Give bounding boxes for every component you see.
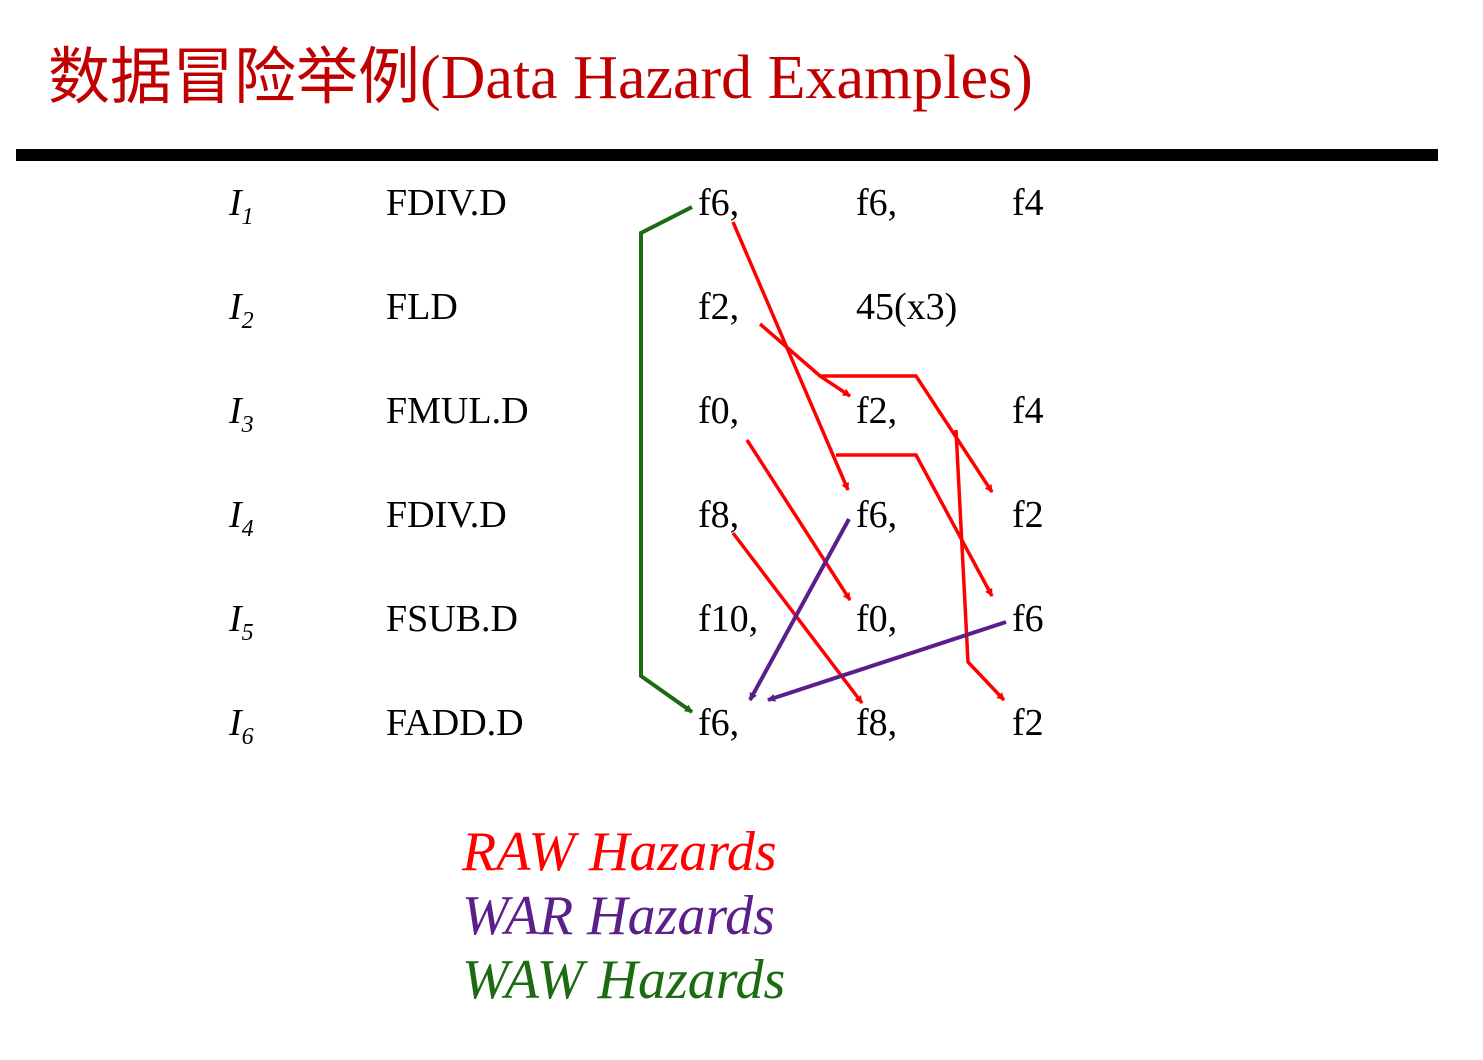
src1-register: f8, xyxy=(856,702,898,744)
src1-register: f6, xyxy=(856,494,898,536)
legend-raw: RAW Hazards xyxy=(462,821,777,883)
title-divider xyxy=(16,149,1438,161)
raw-arrow-i1-i5 xyxy=(836,453,994,597)
src2-register: f2 xyxy=(1012,702,1044,744)
src1-register: f0, xyxy=(856,598,898,640)
instruction-id: I5 xyxy=(229,598,254,646)
dest-register: f8, xyxy=(698,494,740,536)
raw-arrow-i3-i5 xyxy=(745,439,852,601)
src2-register: f4 xyxy=(1012,182,1044,224)
src2-register: f6 xyxy=(1012,598,1044,640)
opcode: FADD.D xyxy=(386,702,524,744)
war-arrow-i4-i6 xyxy=(748,518,851,701)
opcode: FSUB.D xyxy=(386,598,518,640)
waw-arrow-i1-i6 xyxy=(639,205,694,714)
opcode: FDIV.D xyxy=(386,494,507,536)
opcode: FMUL.D xyxy=(386,390,529,432)
dest-register: f6, xyxy=(698,182,740,224)
raw-arrow-i1-i4 xyxy=(731,221,850,491)
raw-arrow-i2-i4 xyxy=(820,374,994,493)
raw-arrow-i2-i3 xyxy=(758,322,851,398)
instruction-id: I4 xyxy=(229,494,254,542)
src1-register: f6, xyxy=(856,182,898,224)
instruction-id: I2 xyxy=(229,286,254,334)
instruction-id: I1 xyxy=(229,182,254,230)
src1-register: f2, xyxy=(856,390,898,432)
legend-waw: WAW Hazards xyxy=(462,949,786,1011)
legend-war: WAR Hazards xyxy=(462,885,775,947)
war-arrow-i5-i6 xyxy=(767,620,1007,702)
src2-register: f2 xyxy=(1012,494,1044,536)
dest-register: f6, xyxy=(698,702,740,744)
opcode: FLD xyxy=(386,286,458,328)
dest-register: f0, xyxy=(698,390,740,432)
dest-register: f2, xyxy=(698,286,740,328)
opcode: FDIV.D xyxy=(386,182,507,224)
raw-arrow-i2-i6 xyxy=(954,429,1006,702)
src2-register: f4 xyxy=(1012,390,1044,432)
instruction-id: I6 xyxy=(229,702,254,750)
page-title: 数据冒险举例(Data Hazard Examples) xyxy=(48,44,1033,112)
src1-operand: 45(x3) xyxy=(856,286,958,328)
dest-register: f10, xyxy=(698,598,759,640)
instruction-id: I3 xyxy=(229,390,254,438)
